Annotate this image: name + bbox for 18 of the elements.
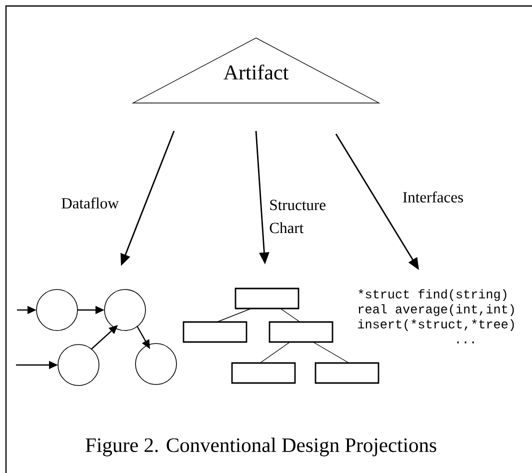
circle — [36, 289, 78, 331]
box — [268, 321, 334, 343]
circle — [58, 344, 100, 386]
connector-line — [280, 308, 300, 322]
circle — [104, 289, 146, 331]
edge-label: Interfaces — [401, 190, 465, 204]
code-text: *struct find(string) real average(int,int) insert(*struct,*tree) ... — [358, 289, 514, 344]
edge-label: Structure Chart — [268, 198, 330, 234]
circle — [135, 343, 177, 385]
connector-line — [260, 342, 290, 364]
box — [314, 362, 380, 384]
box — [231, 362, 296, 384]
caption: Figure 2. Conventional Design Projections — [86, 438, 436, 456]
connector-line — [312, 342, 350, 364]
connector-line — [216, 308, 250, 322]
box — [182, 321, 248, 343]
edge-label: Dataflow — [60, 196, 120, 210]
box — [234, 288, 300, 310]
